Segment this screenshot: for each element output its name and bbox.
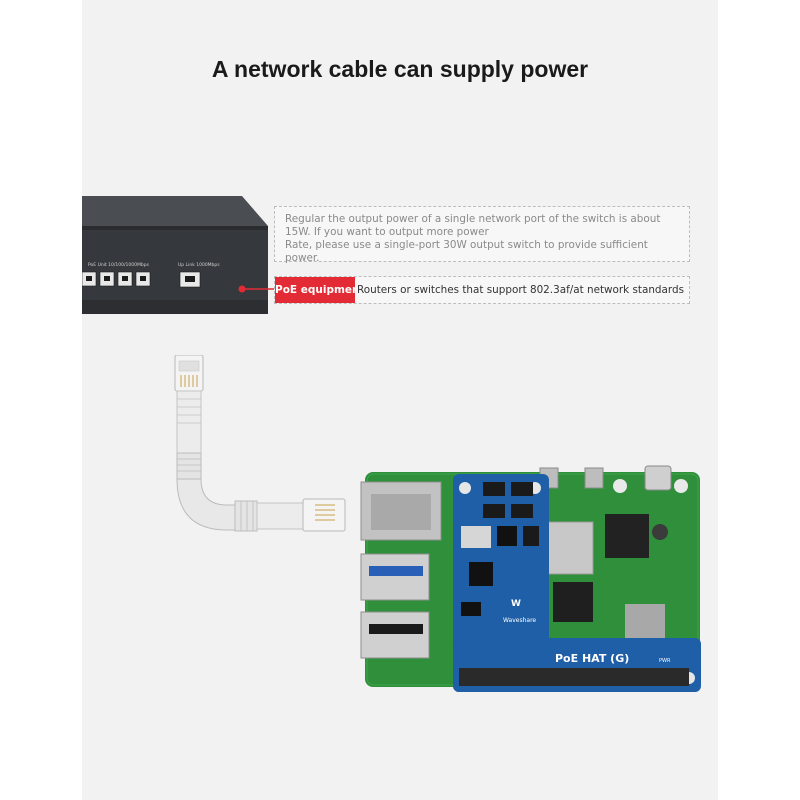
page-title: A network cable can supply power: [211, 56, 589, 82]
hat-brand-label: Waveshare: [503, 617, 536, 624]
hat-product-label: PoE HAT (G): [555, 652, 629, 665]
power-note-line-1: Regular the output power of a single net…: [285, 213, 661, 225]
raspberry-pi-poe-hat-image: W Waveshare PoE HAT (G) PWR: [360, 465, 701, 692]
power-note-line-3: Rate, please use a single-port 30W outpu…: [285, 239, 648, 264]
poe-equipment-description: Routers or switches that support 802.3af…: [357, 284, 684, 296]
switch-poe-label: PoE Unit 10/100/1000Mbps: [88, 262, 150, 268]
poe-equipment-tag: PoE equipment: [275, 277, 355, 303]
switch-uplink-label: Up Link 1000Mbps: [178, 262, 220, 268]
network-switch-image: PoE Unit 10/100/1000Mbps Up Link 1000Mbp…: [82, 196, 268, 314]
power-note-line-2: 15W. If you want to output more power: [285, 226, 489, 238]
power-note-box: Regular the output power of a single net…: [274, 206, 690, 264]
poe-equipment-row: PoE equipment Routers or switches that s…: [274, 276, 690, 304]
svg-text:W: W: [511, 599, 521, 609]
ethernet-cable-image: [174, 355, 346, 532]
hat-pwr-label: PWR: [659, 658, 671, 664]
callout-connector: [238, 285, 276, 293]
